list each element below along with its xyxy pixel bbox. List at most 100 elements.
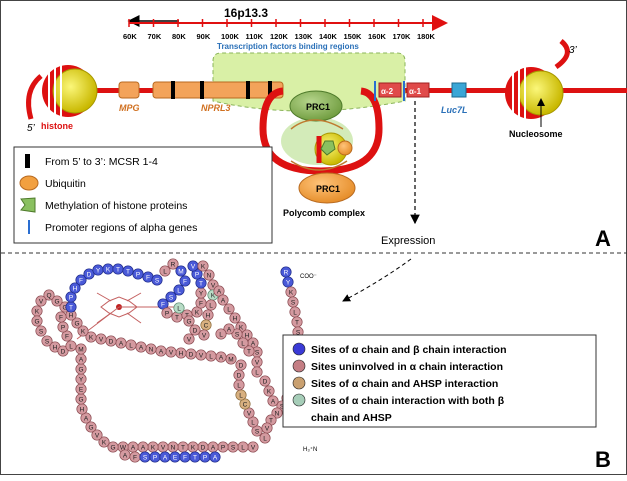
residue-bead [231,328,243,340]
gene-luc7l-label: Luc7L [441,105,468,115]
residue: D [189,324,201,336]
residue-letter: F [65,333,69,340]
residue-letter: G [186,318,191,325]
residue-letter: K [211,292,216,299]
residue-letter: V [99,336,104,343]
residue-letter: L [241,340,245,347]
scale-tick-label: 160K [368,32,387,41]
residue-letter: A [217,288,222,295]
residue-letter: A [139,344,144,351]
residue: F [55,311,67,323]
residue: F [75,274,87,286]
residue-letter: L [177,287,181,294]
residue: G [107,441,119,453]
residue-letter: M [178,268,183,275]
residue: Y [282,276,294,288]
residue-letter: P [61,324,65,331]
residue-bead [173,284,185,296]
panel-a-letter: A [595,226,611,251]
residue-letter: Y [96,267,101,274]
residue: H [49,341,61,353]
residue-letter: N [149,346,154,353]
residue-bead [183,333,195,345]
legend-a-item: Methylation of histone proteins [20,197,187,213]
residue-bead [209,451,221,463]
residue-bead [91,429,103,441]
residue: F [179,275,191,287]
histone-label: histone [41,121,73,131]
residue-bead [43,289,55,301]
legend-b-swatch [292,342,306,356]
prc1-bottom-label: PRC1 [316,184,340,194]
dna-3prime-tail [554,39,570,70]
residue-letter: L [129,342,133,349]
legend-b-item: Sites of α chain and AHSP interaction [292,376,498,390]
residue: T [243,345,255,357]
residue-letter: H [206,312,211,319]
residue: D [57,345,69,357]
residue-letter: K [102,439,107,446]
residue-letter: C [243,401,248,408]
residue-letter: K [191,444,196,451]
residue-letter: T [69,304,73,311]
residue-letter: V [199,352,204,359]
residue-letter: W [120,444,127,451]
residue: V [247,441,259,453]
gene-alpha2 [378,82,402,98]
residue: L [173,302,185,314]
gene-luc7l [451,82,467,98]
residue: H [175,347,187,359]
legend-b-text: Sites of α chain and β chain interaction [311,344,506,356]
residue-letter: T [181,444,185,451]
residue-letter: H [179,350,184,357]
residue-bead [165,291,177,303]
residue-bead [65,340,77,352]
residue-letter: S [255,428,260,435]
prc1-top [289,90,343,122]
residue-bead [205,299,217,311]
residue-bead [71,317,83,329]
residue: G [51,295,63,307]
panel-b: RYKSLTSVLVSAKLSNTVLVLSPADKTNVKAAWGKVGAHG… [31,258,611,472]
residue-bead [282,276,294,288]
ubiquitin-mark [337,140,353,156]
residue-bead [31,315,43,327]
alpha-globin-chain: RYKSLTSVLVSAKLSNTVLVLSPADKTNVKAAWGKVGAHG… [31,258,306,463]
residue-bead [41,335,53,347]
residue-letter: A [84,415,89,422]
residue-letter: L [255,369,259,376]
residue: K [285,286,297,298]
scale-tick-label: 150K [344,32,363,41]
residue-letter: T [175,314,179,321]
residue: Y [195,287,207,299]
legend-b-swatch [292,393,306,407]
residue: S [139,451,151,463]
residue: G [75,393,87,405]
residue-bead [251,366,263,378]
residue: Y [92,264,104,276]
residue: A [207,441,219,453]
residue-bead [151,274,163,286]
scale-tick-label: 100K [221,32,240,41]
residue-letter: F [183,454,187,461]
residue: T [189,451,201,463]
residue: T [122,265,134,277]
residue-letter: T [247,348,251,355]
histone-core [52,68,98,114]
gene-mpg-label: MPG [119,103,140,113]
residue-letter: A [79,356,84,363]
residue: L [259,432,271,444]
legend-b-swatch [292,376,306,390]
legend-b-text: Sites of α chain interaction with both β [311,395,505,407]
residue-letter: N [275,410,280,417]
residue-letter: L [241,444,245,451]
residue-letter: L [163,268,167,275]
residue-letter: A [211,444,216,451]
residue-bead [243,345,255,357]
legend-b-items: Sites of α chain and β chain interaction… [292,342,506,424]
nucleosome-label: Nucleosome [509,129,563,139]
residue-letter: S [169,294,174,301]
residue-letter: M [78,346,83,353]
residue: P [161,307,173,319]
